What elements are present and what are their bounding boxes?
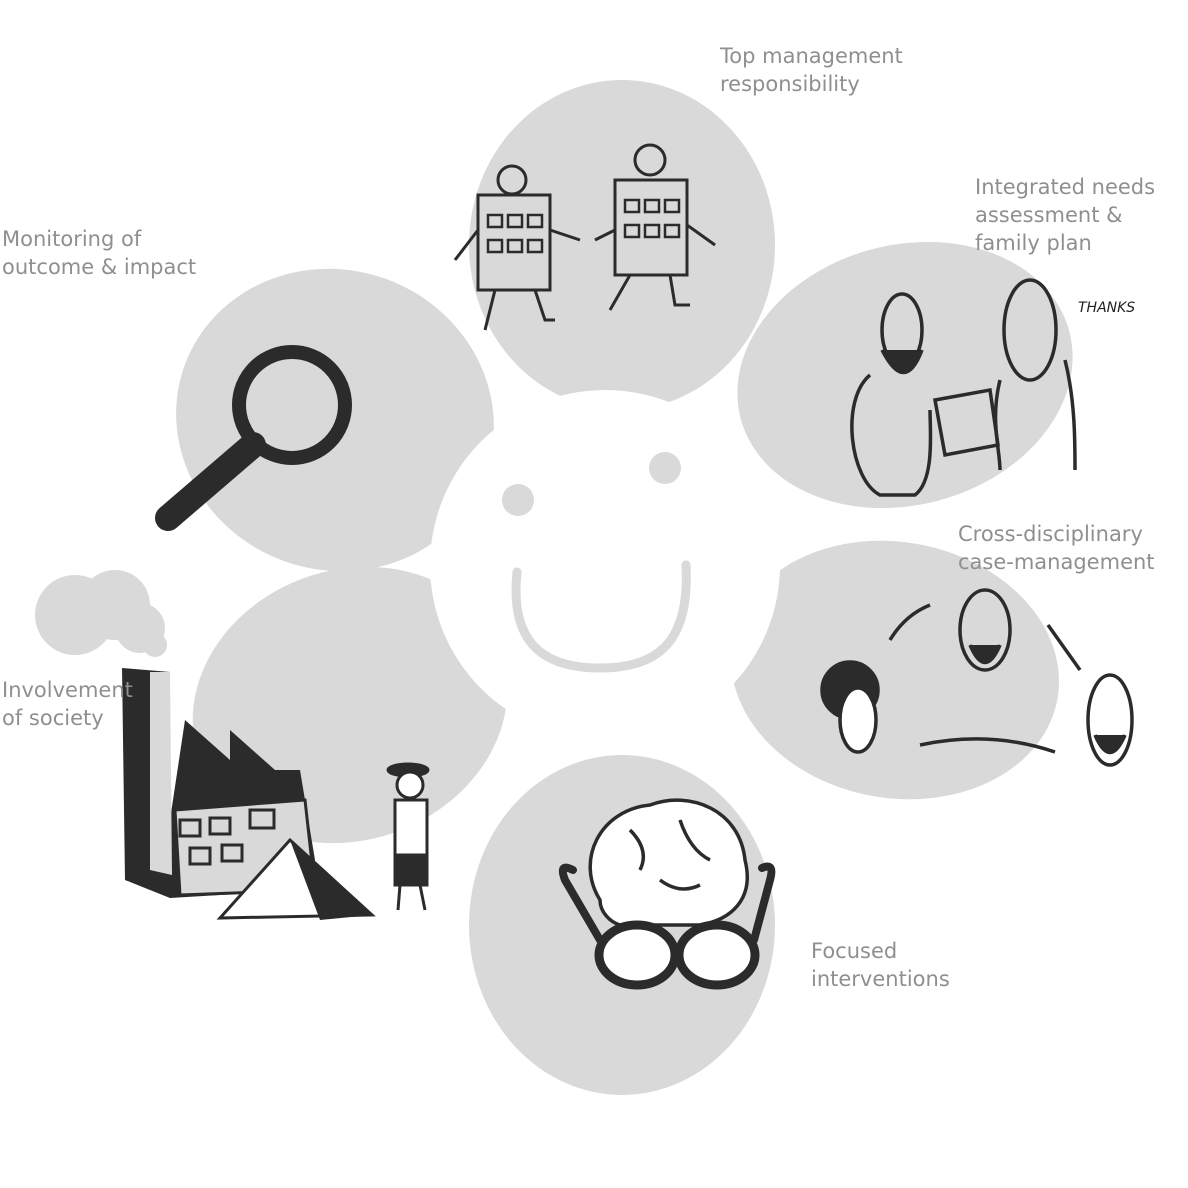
smoke-cloud-icon xyxy=(35,570,167,657)
scout-icon xyxy=(386,762,430,911)
petal-upper-right xyxy=(737,241,1073,509)
petal-top xyxy=(469,80,775,410)
label-involvement: Involvement of society xyxy=(2,676,133,732)
petal-lower-right xyxy=(730,540,1060,800)
label-line: Focused xyxy=(811,939,898,963)
label-line: family plan xyxy=(975,231,1092,255)
label-line: outcome & impact xyxy=(2,255,197,279)
label-top-management: Top management responsibility xyxy=(720,42,903,98)
label-cross-disciplinary: Cross-disciplinary case-management xyxy=(958,520,1155,576)
brain-glasses-icon xyxy=(558,798,776,990)
label-line: of society xyxy=(2,706,104,730)
label-line: Top management xyxy=(720,44,903,68)
flower-center xyxy=(430,390,780,740)
label-line: Cross-disciplinary xyxy=(958,522,1143,546)
label-line: Integrated needs xyxy=(975,175,1156,199)
people-document-icon xyxy=(850,278,1077,497)
label-line: assessment & xyxy=(975,203,1123,227)
label-line: Monitoring of xyxy=(2,227,142,251)
label-line: Involvement xyxy=(2,678,133,702)
buildings-characters-icon xyxy=(453,143,716,331)
label-monitoring: Monitoring of outcome & impact xyxy=(2,225,196,281)
label-integrated-assessment: Integrated needs assessment & family pla… xyxy=(975,173,1155,257)
team-faces-icon xyxy=(820,588,1134,767)
label-line: responsibility xyxy=(720,72,860,96)
label-line: case-management xyxy=(958,550,1155,574)
left-eye-icon xyxy=(502,484,534,516)
right-eye-icon xyxy=(649,452,681,484)
tent-icon xyxy=(216,837,376,920)
smile-icon xyxy=(511,560,691,673)
label-focused-interventions: Focused interventions xyxy=(811,937,950,993)
label-line: interventions xyxy=(811,967,950,991)
thanks-text: THANKS xyxy=(1078,300,1136,316)
magnifier-icon xyxy=(155,345,352,531)
petal-upper-left xyxy=(176,268,494,572)
